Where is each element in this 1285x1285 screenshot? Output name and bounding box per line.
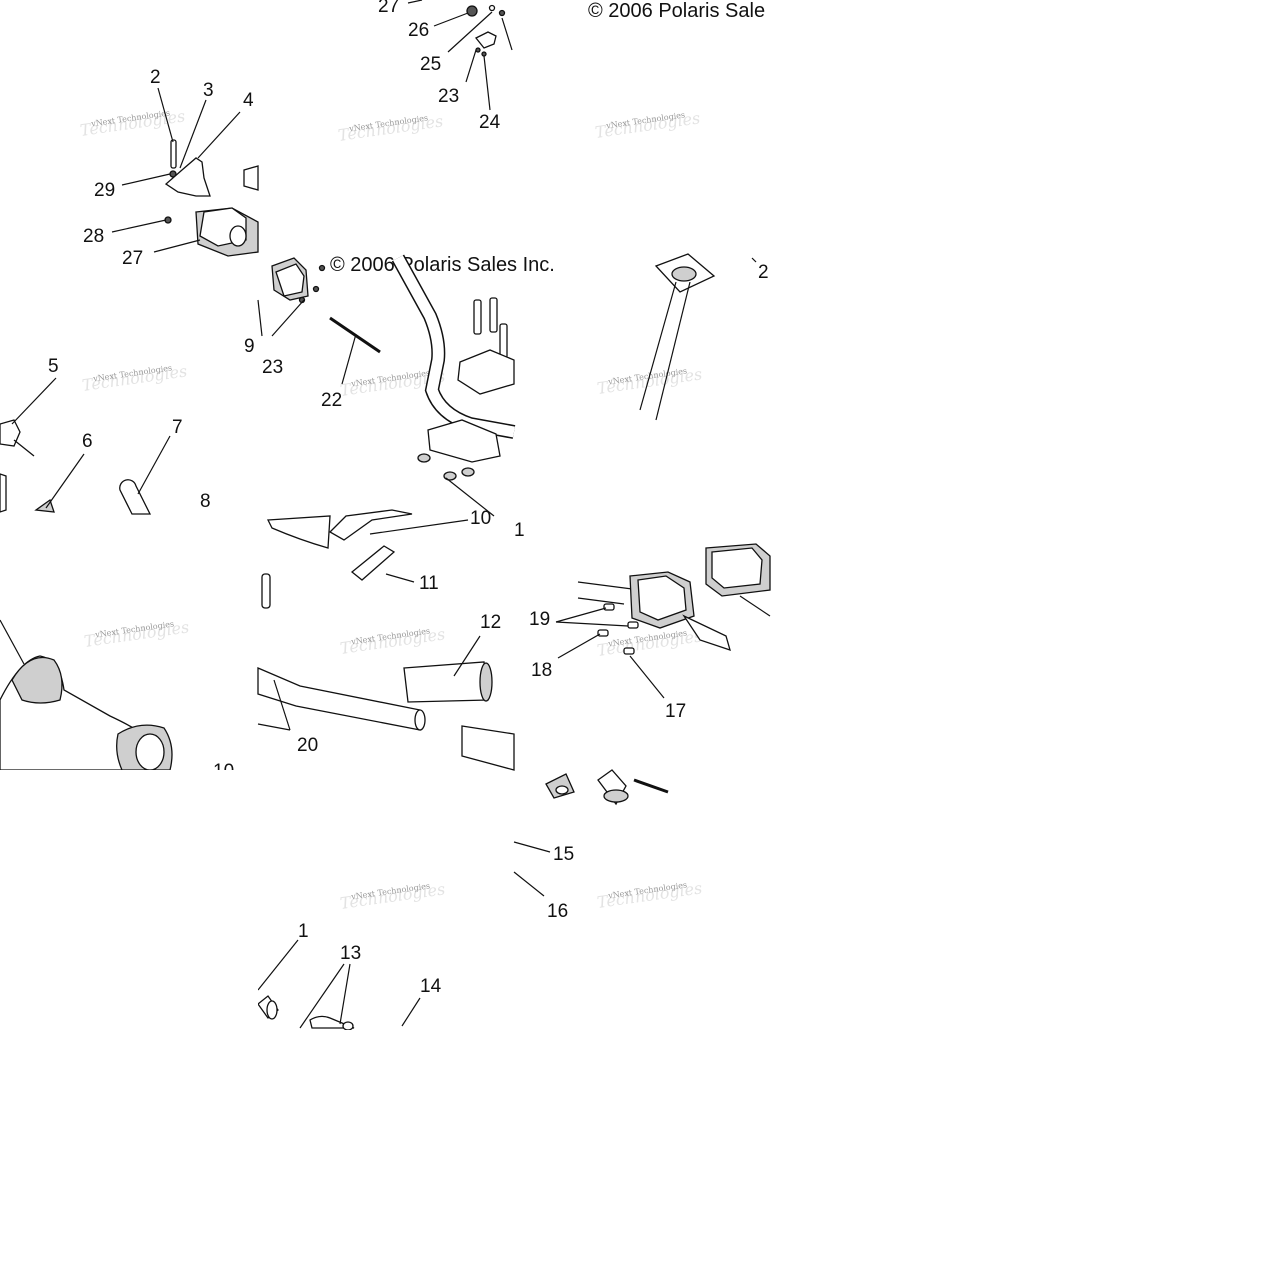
callout-18: 18 bbox=[531, 660, 552, 681]
brake-master-cylinder bbox=[577, 543, 771, 655]
handlebar-lower bbox=[257, 509, 515, 771]
lever-hardware bbox=[545, 769, 669, 806]
throttle-parts bbox=[257, 995, 355, 1031]
watermark: Technologies vNext Technologies bbox=[339, 624, 447, 658]
callout-29: 29 bbox=[94, 180, 115, 201]
callout-17: 17 bbox=[665, 701, 686, 722]
copyright-middle: © 2006 Polaris Sales Inc. bbox=[330, 254, 555, 276]
callout-22: 22 bbox=[321, 390, 342, 411]
callout-24: 24 bbox=[479, 112, 501, 133]
callout-13: 13 bbox=[340, 943, 361, 964]
callout-2: 2 bbox=[150, 67, 161, 88]
bracket-assembly bbox=[164, 139, 259, 257]
watermark: Technologies vNext Technologies bbox=[596, 626, 704, 660]
callout-23: 23 bbox=[438, 86, 459, 107]
callout-12: 12 bbox=[480, 612, 501, 633]
watermark: Technologies vNext Technologies bbox=[596, 364, 704, 398]
callout-15: 15 bbox=[553, 844, 574, 865]
callout-20: 20 bbox=[297, 735, 318, 756]
callout-16: 16 bbox=[547, 901, 568, 922]
callout-1: 1 bbox=[514, 520, 525, 541]
callout-25: 25 bbox=[420, 54, 441, 75]
callout-14: 14 bbox=[420, 976, 442, 997]
callout-10: 10 bbox=[470, 508, 491, 529]
copyright-top: © 2006 Polaris Sale bbox=[588, 0, 765, 22]
callout-19: 19 bbox=[529, 609, 550, 630]
callout-27: 27 bbox=[378, 0, 399, 17]
callout-6: 6 bbox=[82, 431, 93, 452]
watermark: Technologies vNext Technologies bbox=[83, 617, 191, 651]
callout-11: 11 bbox=[419, 573, 439, 594]
callout-1: 1 bbox=[298, 921, 309, 942]
callout-7: 7 bbox=[172, 417, 183, 438]
small-hardware-top bbox=[466, 4, 506, 57]
watermark: Technologies vNext Technologies bbox=[79, 106, 187, 140]
steering-post bbox=[639, 253, 716, 421]
watermark: Technologies vNext Technologies bbox=[337, 111, 445, 145]
watermark: Technologies vNext Technologies bbox=[339, 879, 447, 913]
watermark: Technologies vNext Technologies bbox=[594, 108, 702, 142]
hand-grip-left bbox=[0, 655, 173, 771]
callout-28: 28 bbox=[83, 226, 104, 247]
callout-27: 27 bbox=[122, 248, 143, 269]
callouts: 27 26 25 23 24 2 3 4 29 28 27 2 9 23 22 … bbox=[48, 0, 769, 997]
leader-lines bbox=[0, 0, 771, 1029]
watermark: Technologies vNext Technologies bbox=[596, 878, 704, 912]
callout-4: 4 bbox=[243, 90, 254, 111]
callout-2: 2 bbox=[758, 262, 769, 283]
watermark: Technologies vNext Technologies bbox=[81, 361, 189, 395]
callout-5: 5 bbox=[48, 356, 59, 377]
callout-26: 26 bbox=[408, 20, 429, 41]
callout-23: 23 bbox=[262, 357, 283, 378]
handlebar-clamp-assembly bbox=[271, 254, 516, 481]
callout-8: 8 bbox=[200, 491, 211, 512]
callout-3: 3 bbox=[203, 80, 214, 101]
callout-9: 9 bbox=[244, 336, 255, 357]
